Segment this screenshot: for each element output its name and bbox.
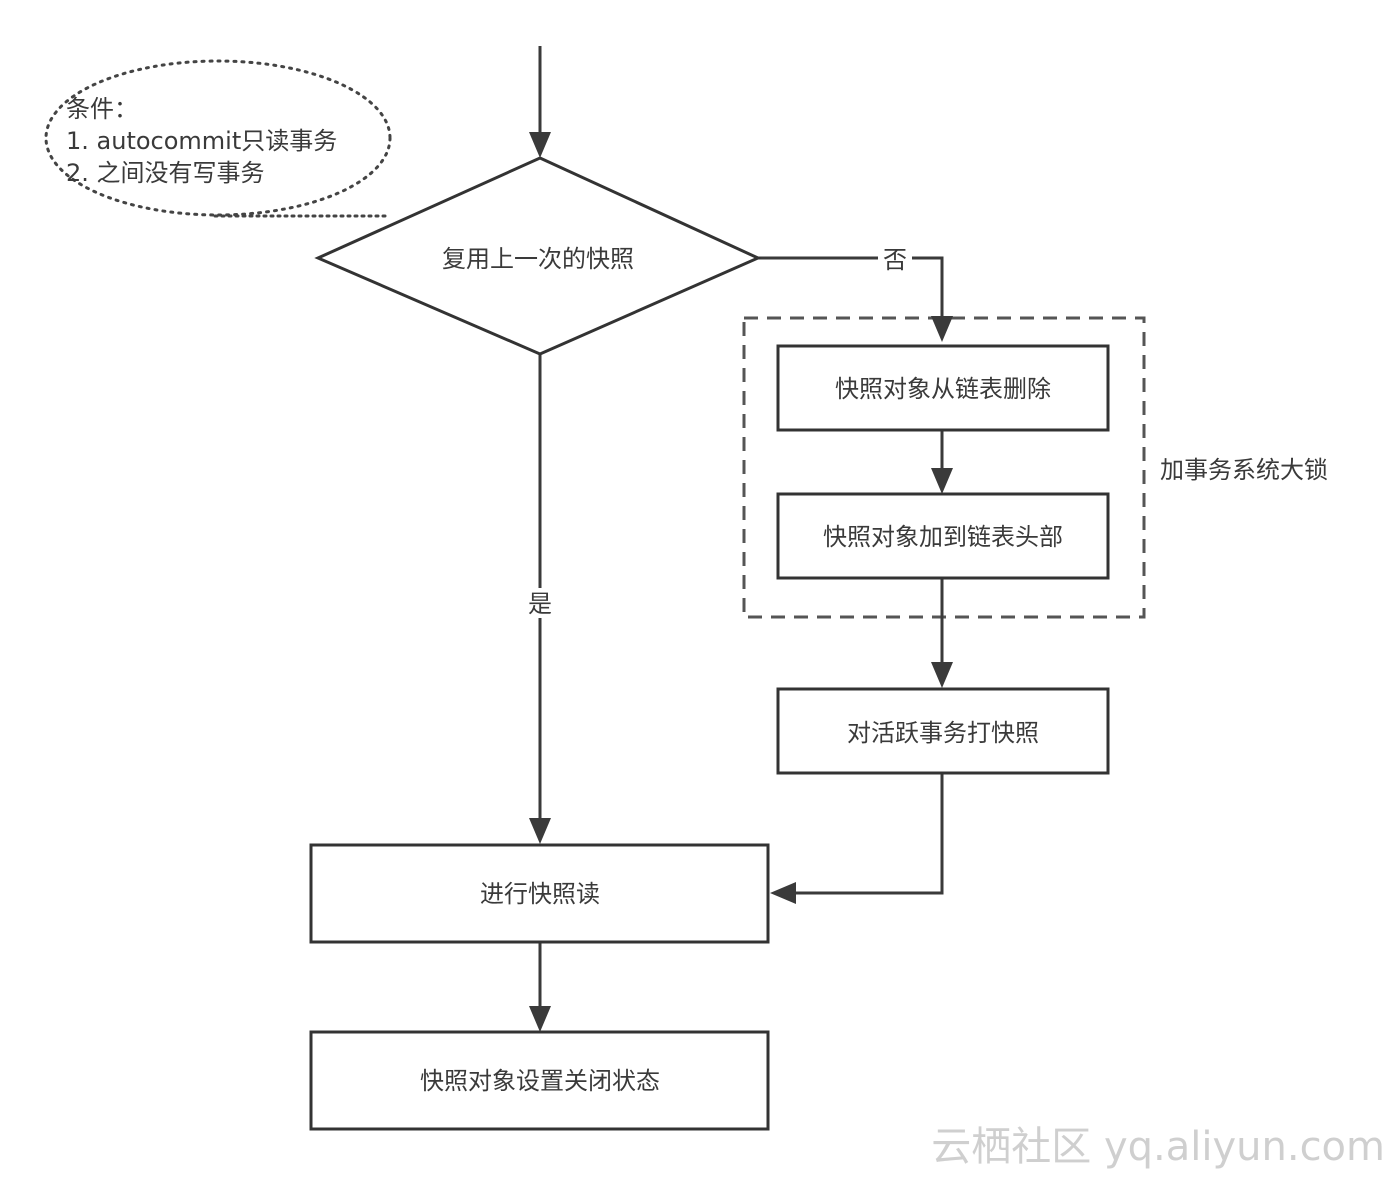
decision-node: 复用上一次的快照 [314, 156, 762, 356]
snapshot-active-node: 对活跃事务打快照 [776, 687, 1110, 775]
add-to-head-box [776, 492, 1110, 580]
edge-label-no: 否 [883, 246, 907, 274]
no-edge [758, 256, 944, 322]
condition-line-1: 1. autocommit只读事务 [66, 127, 337, 155]
snapshot-active-box [776, 687, 1110, 775]
remove-to-add-arrowhead [931, 468, 953, 494]
snapshot-read-label: 进行快照读 [480, 880, 600, 908]
entry-arrowhead [529, 132, 551, 158]
decision-diamond [314, 156, 762, 356]
lock-group-label: 加事务系统大锁 [1160, 456, 1328, 484]
remove-from-list-box [776, 344, 1110, 432]
set-closed-label: 快照对象设置关闭状态 [420, 1067, 660, 1095]
add-to-snapshot-arrowhead [931, 662, 953, 688]
remove-from-list-node: 快照对象从链表删除 [776, 344, 1110, 432]
remove-from-list-label: 快照对象从链表删除 [835, 375, 1051, 403]
read-to-close-arrowhead [529, 1006, 551, 1032]
condition-title: 条件： [66, 95, 138, 123]
yes-label-bg [524, 588, 556, 618]
add-to-head-node: 快照对象加到链表头部 [776, 492, 1110, 580]
lock-group-boundary [742, 316, 1146, 619]
no-arrowhead [931, 316, 953, 342]
condition-line-2: 2. 之间没有写事务 [66, 159, 265, 187]
decision-label: 复用上一次的快照 [442, 245, 634, 273]
condition-note: 条件： 1. autocommit只读事务 2. 之间没有写事务 [44, 59, 392, 218]
add-to-head-label: 快照对象加到链表头部 [823, 523, 1063, 551]
set-closed-node: 快照对象设置关闭状态 [309, 1030, 770, 1131]
edge-label-yes: 是 [528, 590, 552, 618]
snapshot-to-read-arrowhead [770, 882, 796, 904]
snapshot-active-label: 对活跃事务打快照 [847, 719, 1039, 747]
set-closed-box [309, 1030, 770, 1131]
snapshot-to-read-edge [792, 773, 944, 895]
snapshot-read-box [309, 843, 770, 944]
snapshot-read-node: 进行快照读 [309, 843, 770, 944]
no-label-bg [878, 244, 912, 274]
yes-arrowhead [529, 818, 551, 844]
watermark: 云栖社区 yq.aliyun.com [931, 1124, 1385, 1170]
